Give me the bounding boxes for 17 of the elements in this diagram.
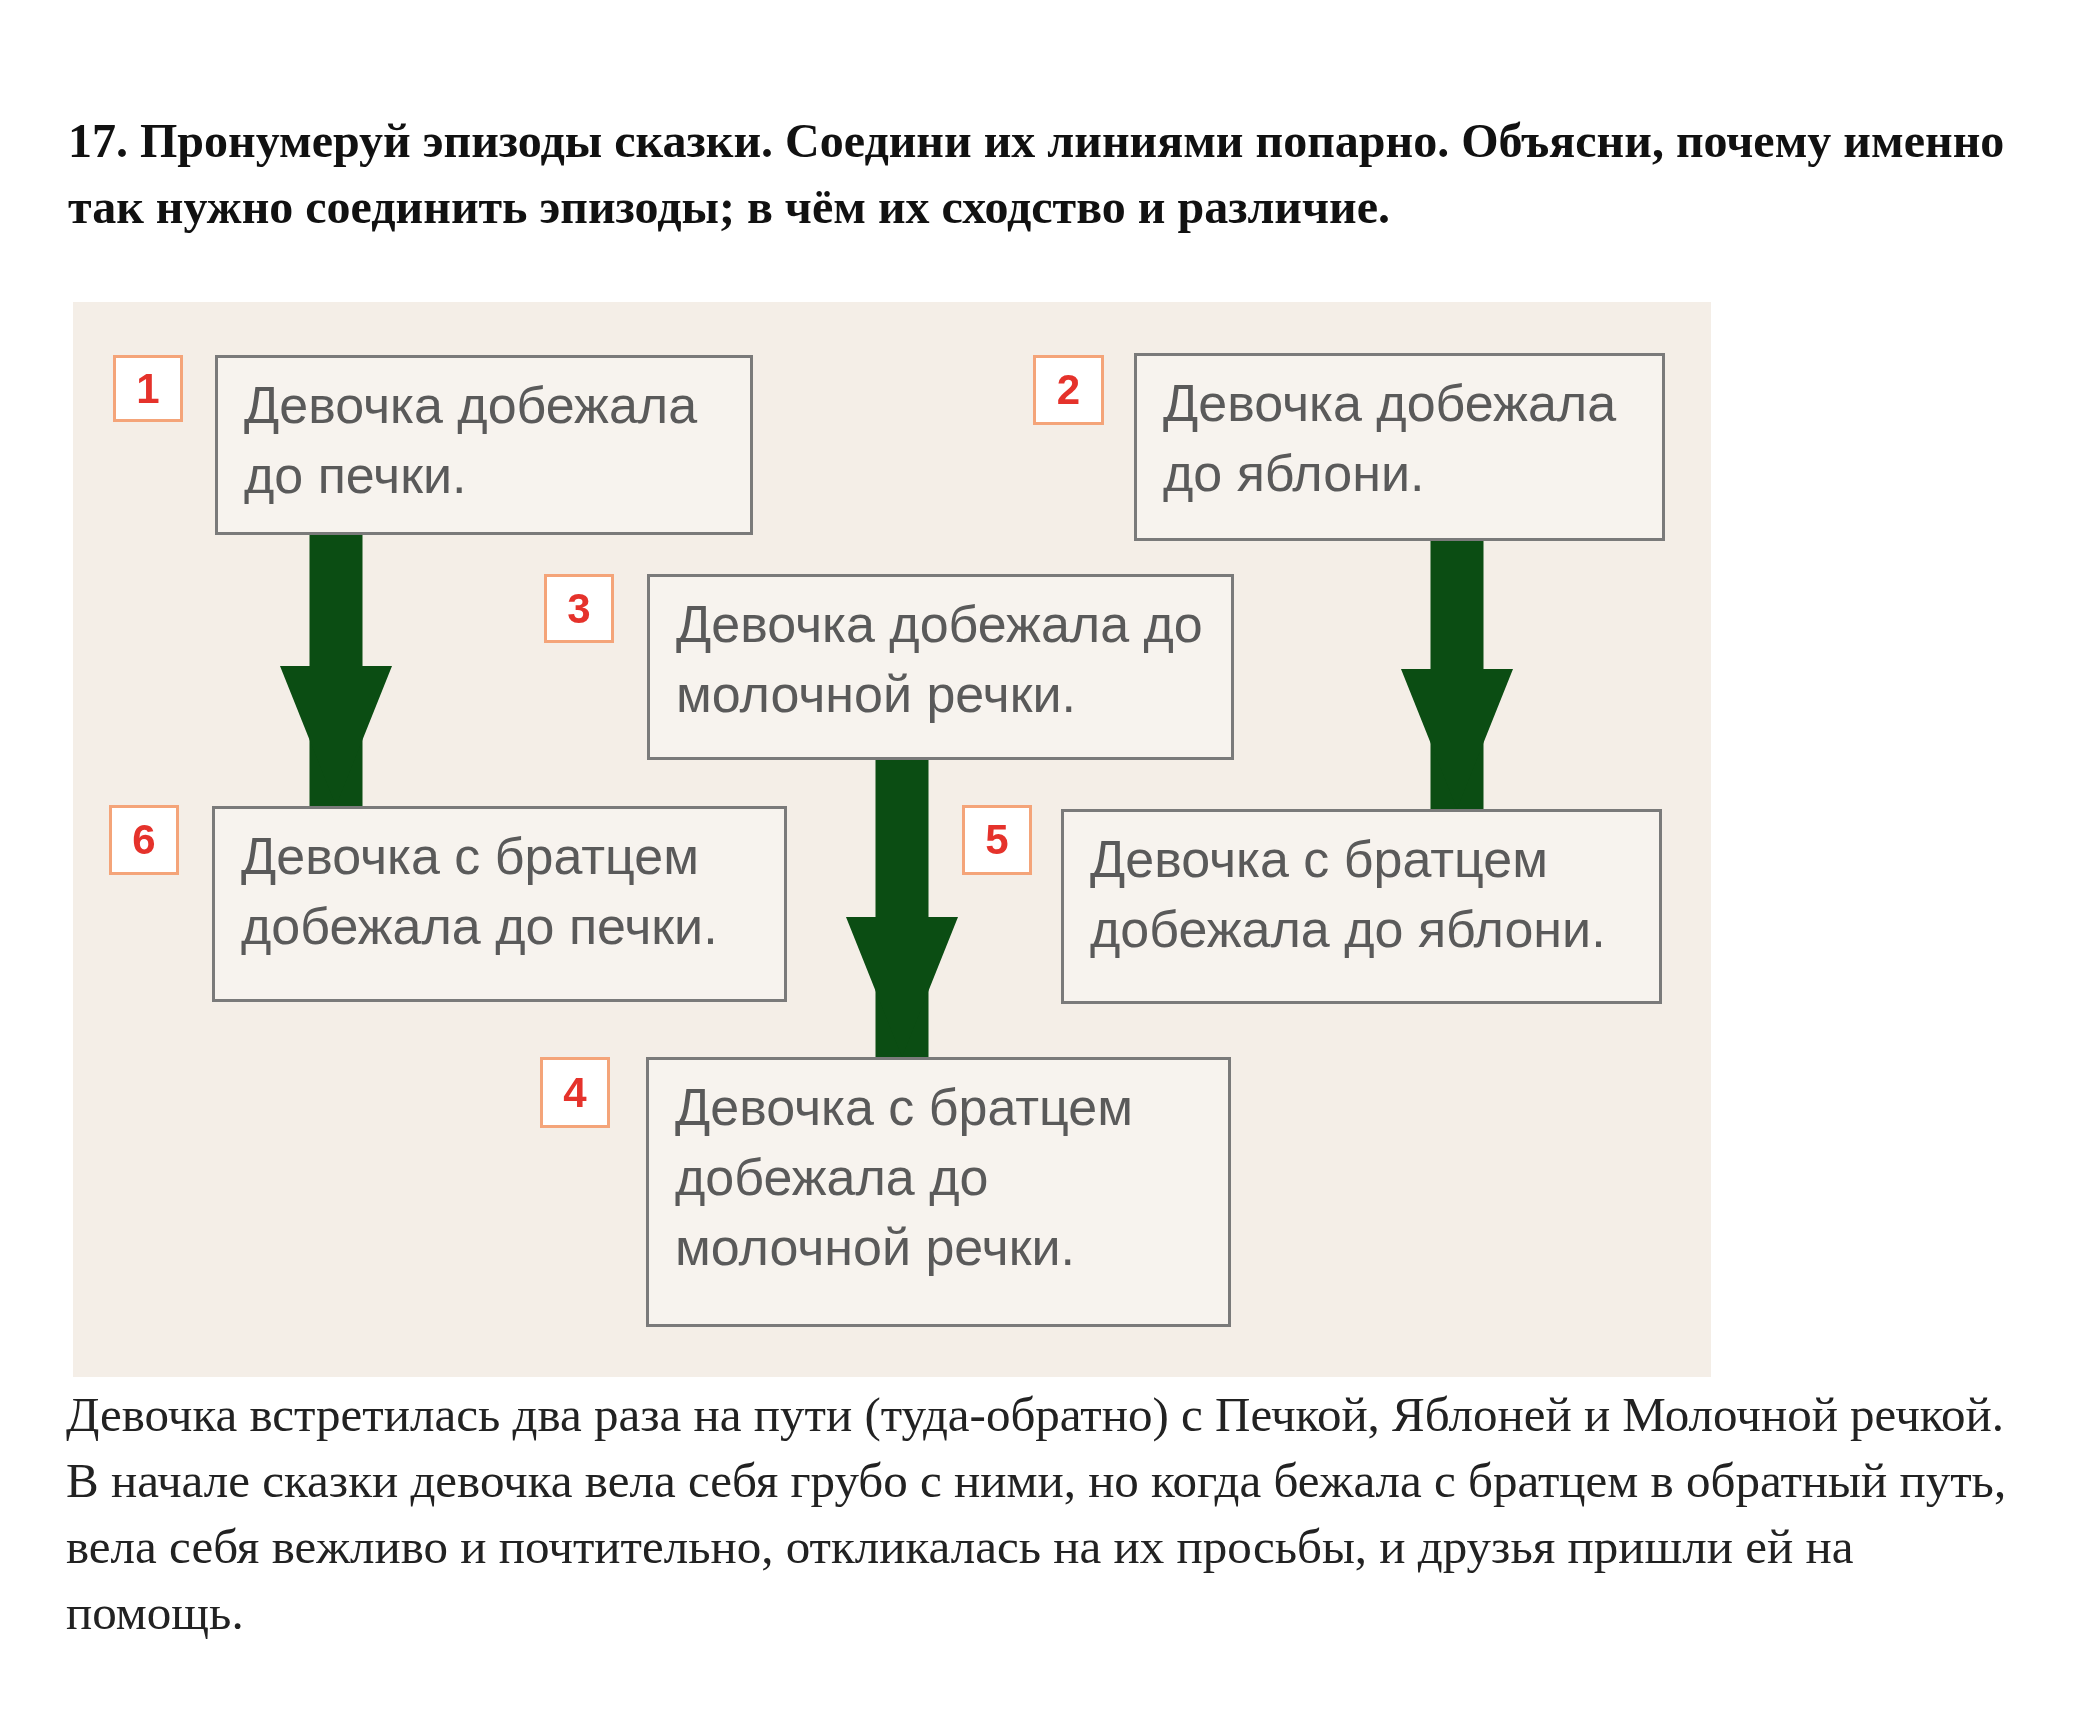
task-heading: 17. Пронумеруй эпизоды сказки. Соедини их линиями попарно. Объясни, почему именно так нужно соединить эпизоды; в чём их сходство и различие. — [68, 113, 2006, 235]
number-box: 2 — [1033, 355, 1104, 425]
arrow — [280, 535, 392, 806]
answer-paragraph: Девочка встретилась два раза на пути (туда-обратно) с Печкой, Яблоней и Молочной речкой. В начале сказки девочка вела себя грубо с ними, но когда бежала с братцем в обратный путь, вела себя вежливо и почтительно, откликалась на их просьбы, и друзья пришли ей на помощь. — [66, 1386, 2008, 1642]
episode-box: Девочка с братцем добежала до печки. — [212, 806, 787, 1002]
episode-box: Девочка добежала до яблони. — [1134, 353, 1665, 541]
episode-box: Девочка с братцем добежала до яблони. — [1061, 809, 1662, 1004]
number-box: 5 — [962, 805, 1032, 875]
number-box: 4 — [540, 1057, 610, 1128]
episode-box: Девочка с братцем добежала до молочной речки. — [646, 1057, 1231, 1327]
episode-box: Девочка добежала до молочной речки. — [647, 574, 1234, 760]
arrow — [846, 760, 958, 1057]
number-box: 6 — [109, 805, 179, 875]
arrow — [1401, 541, 1513, 809]
number-box: 3 — [544, 574, 614, 643]
number-box: 1 — [113, 355, 183, 422]
episode-box: Девочка добежала до печки. — [215, 355, 753, 535]
